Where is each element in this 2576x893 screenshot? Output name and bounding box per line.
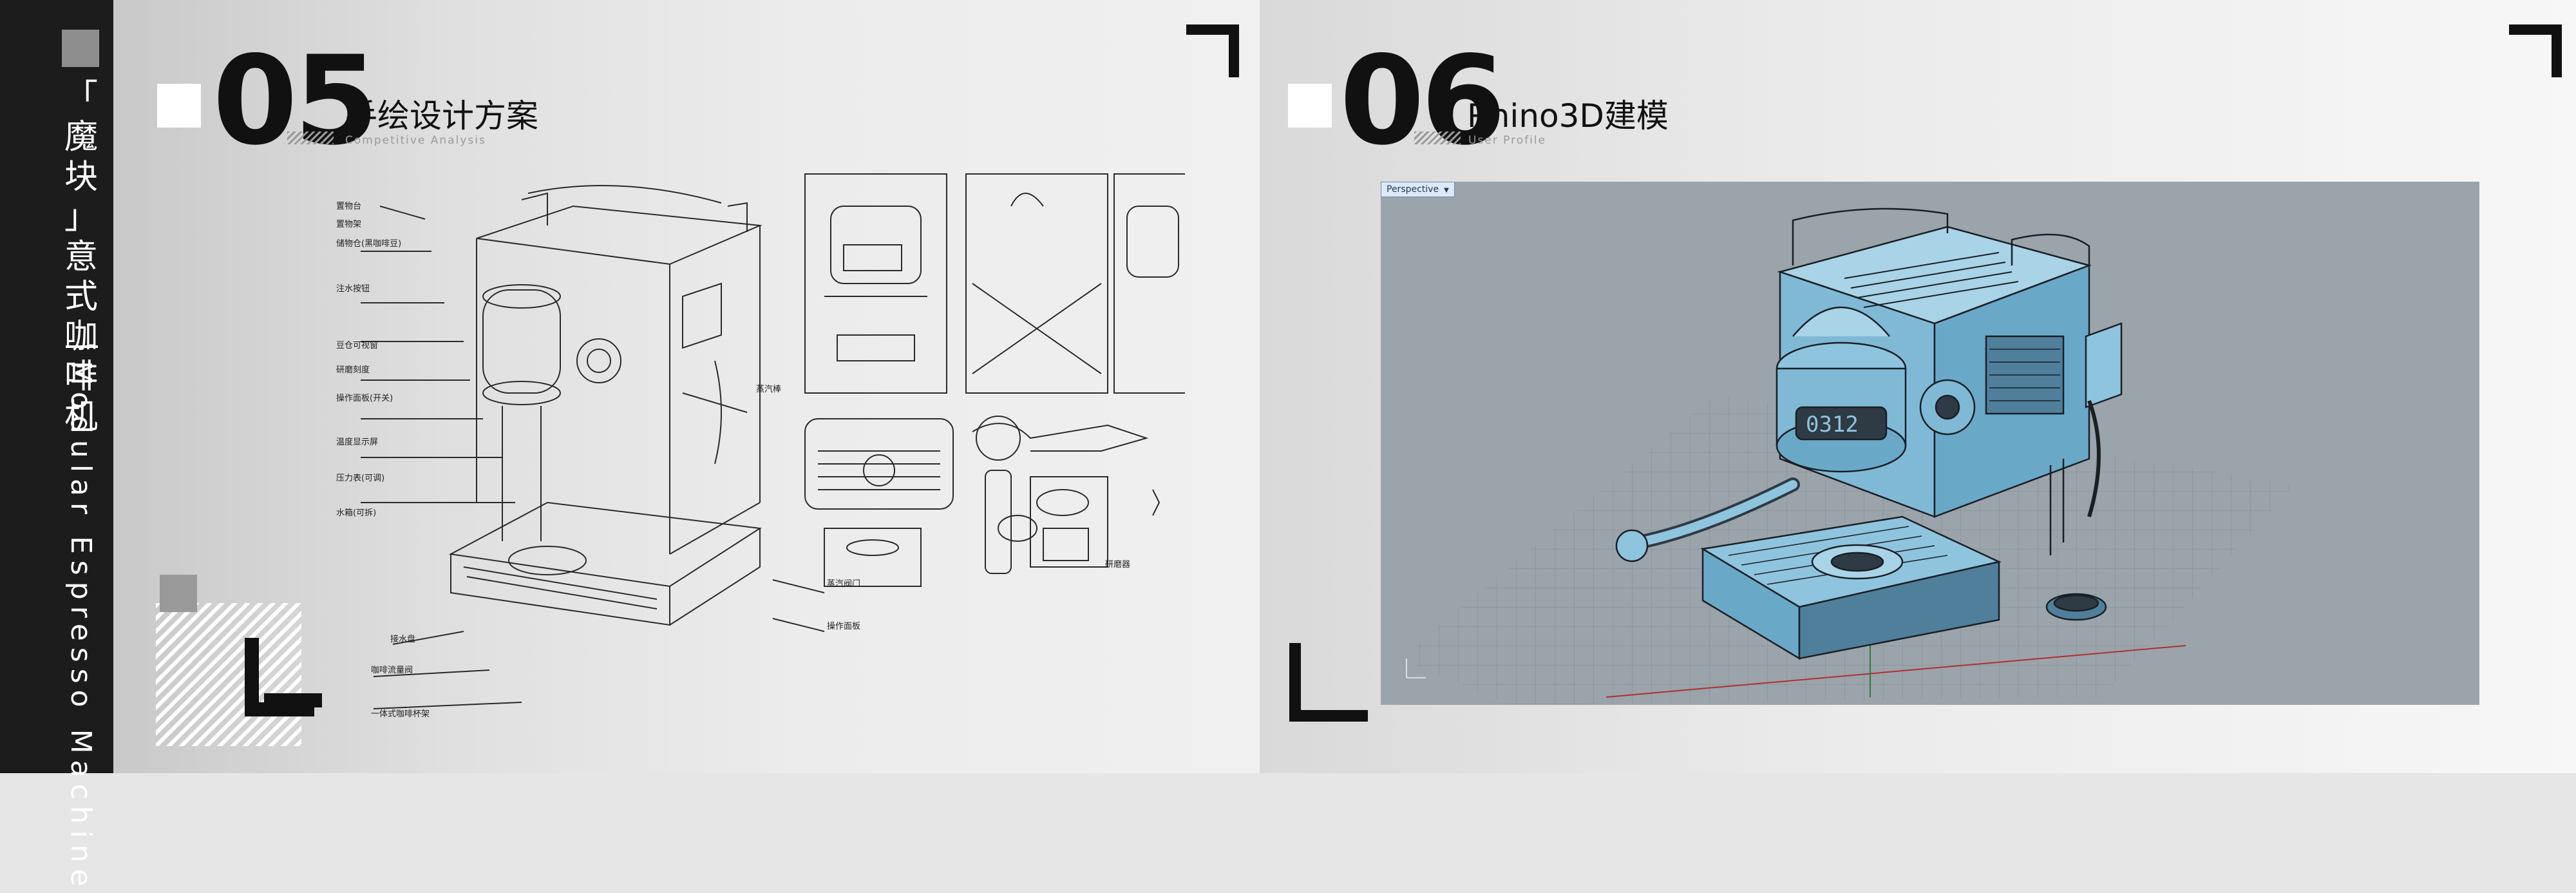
page-05-corner-mark (1186, 24, 1239, 77)
perspective-tab[interactable]: Perspective ▼ (1381, 182, 1455, 197)
chevron-down-icon[interactable]: ▼ (1444, 187, 1449, 194)
rhino-perspective-viewport[interactable]: 0312 Perspective ▼ (1381, 182, 2479, 705)
page-05-title: 手绘设计方案 (345, 97, 538, 135)
hand-sketch-drawing: 置物台 置物架 储物仓(黑咖啡豆) 注水按钮 豆仓可视窗 研磨刻度 操作面板(开… (335, 168, 1192, 735)
svg-text:压力表(可调): 压力表(可调) (336, 474, 384, 483)
page-05-subtitle: Competitive Analysis (345, 134, 486, 147)
espresso-machine-model: 0312 (1615, 207, 2123, 660)
page-05-gray-square (160, 575, 197, 612)
svg-text:置物台: 置物台 (336, 202, 361, 211)
svg-text:蒸汽阀门: 蒸汽阀门 (827, 579, 860, 589)
sidebar-title-en: Modular Espresso Machine (64, 361, 97, 893)
svg-text:接水盘: 接水盘 (390, 634, 415, 644)
page-06-corner-mark (2509, 24, 2562, 77)
svg-text:研磨刻度: 研磨刻度 (336, 365, 370, 375)
svg-text:操作面板(开关): 操作面板(开关) (336, 393, 393, 403)
svg-text:置物架: 置物架 (336, 220, 361, 229)
svg-text:操作面板: 操作面板 (827, 621, 860, 631)
page-05-hatch (287, 131, 334, 144)
page-06-title: Rhino3D建模 (1467, 97, 1669, 135)
page-05-l-mark-foot (264, 693, 322, 707)
page-05-hatch-block (156, 603, 301, 746)
svg-text:注水按钮: 注水按钮 (336, 284, 370, 294)
svg-text:0312: 0312 (1806, 412, 1859, 437)
page-06-hatch (1414, 131, 1461, 144)
page-05-square (157, 84, 201, 128)
sidebar-square-icon (62, 30, 99, 67)
svg-text:储物仓(黑咖啡豆): 储物仓(黑咖啡豆) (336, 239, 401, 249)
svg-text:蒸汽棒: 蒸汽棒 (756, 385, 781, 394)
page-05-panel (113, 0, 1260, 773)
svg-text:研磨器: 研磨器 (1105, 560, 1130, 570)
svg-text:豆仓可视窗: 豆仓可视窗 (336, 340, 378, 350)
sidebar-divider (66, 345, 98, 348)
perspective-tab-label: Perspective (1387, 184, 1439, 195)
main-sketch (361, 185, 825, 709)
page-06-l-mark (1289, 643, 1368, 722)
svg-text:一体式咖啡杯架: 一体式咖啡杯架 (371, 709, 430, 719)
page-06-subtitle: User Profile (1468, 134, 1547, 147)
page-06-square (1288, 84, 1332, 128)
svg-text:咖啡流量阀: 咖啡流量阀 (371, 666, 413, 675)
svg-text:水箱(可拆): 水箱(可拆) (336, 508, 376, 518)
sidebar: 「 魔 块 」 意 式 咖 啡 机 Modular Espresso Machi… (0, 0, 113, 893)
sidebar-title-cn: 「 魔 块 」 意 式 咖 啡 机 (64, 78, 98, 436)
orthographic-sketch (804, 173, 1192, 587)
svg-text:温度显示屏: 温度显示屏 (336, 437, 378, 447)
